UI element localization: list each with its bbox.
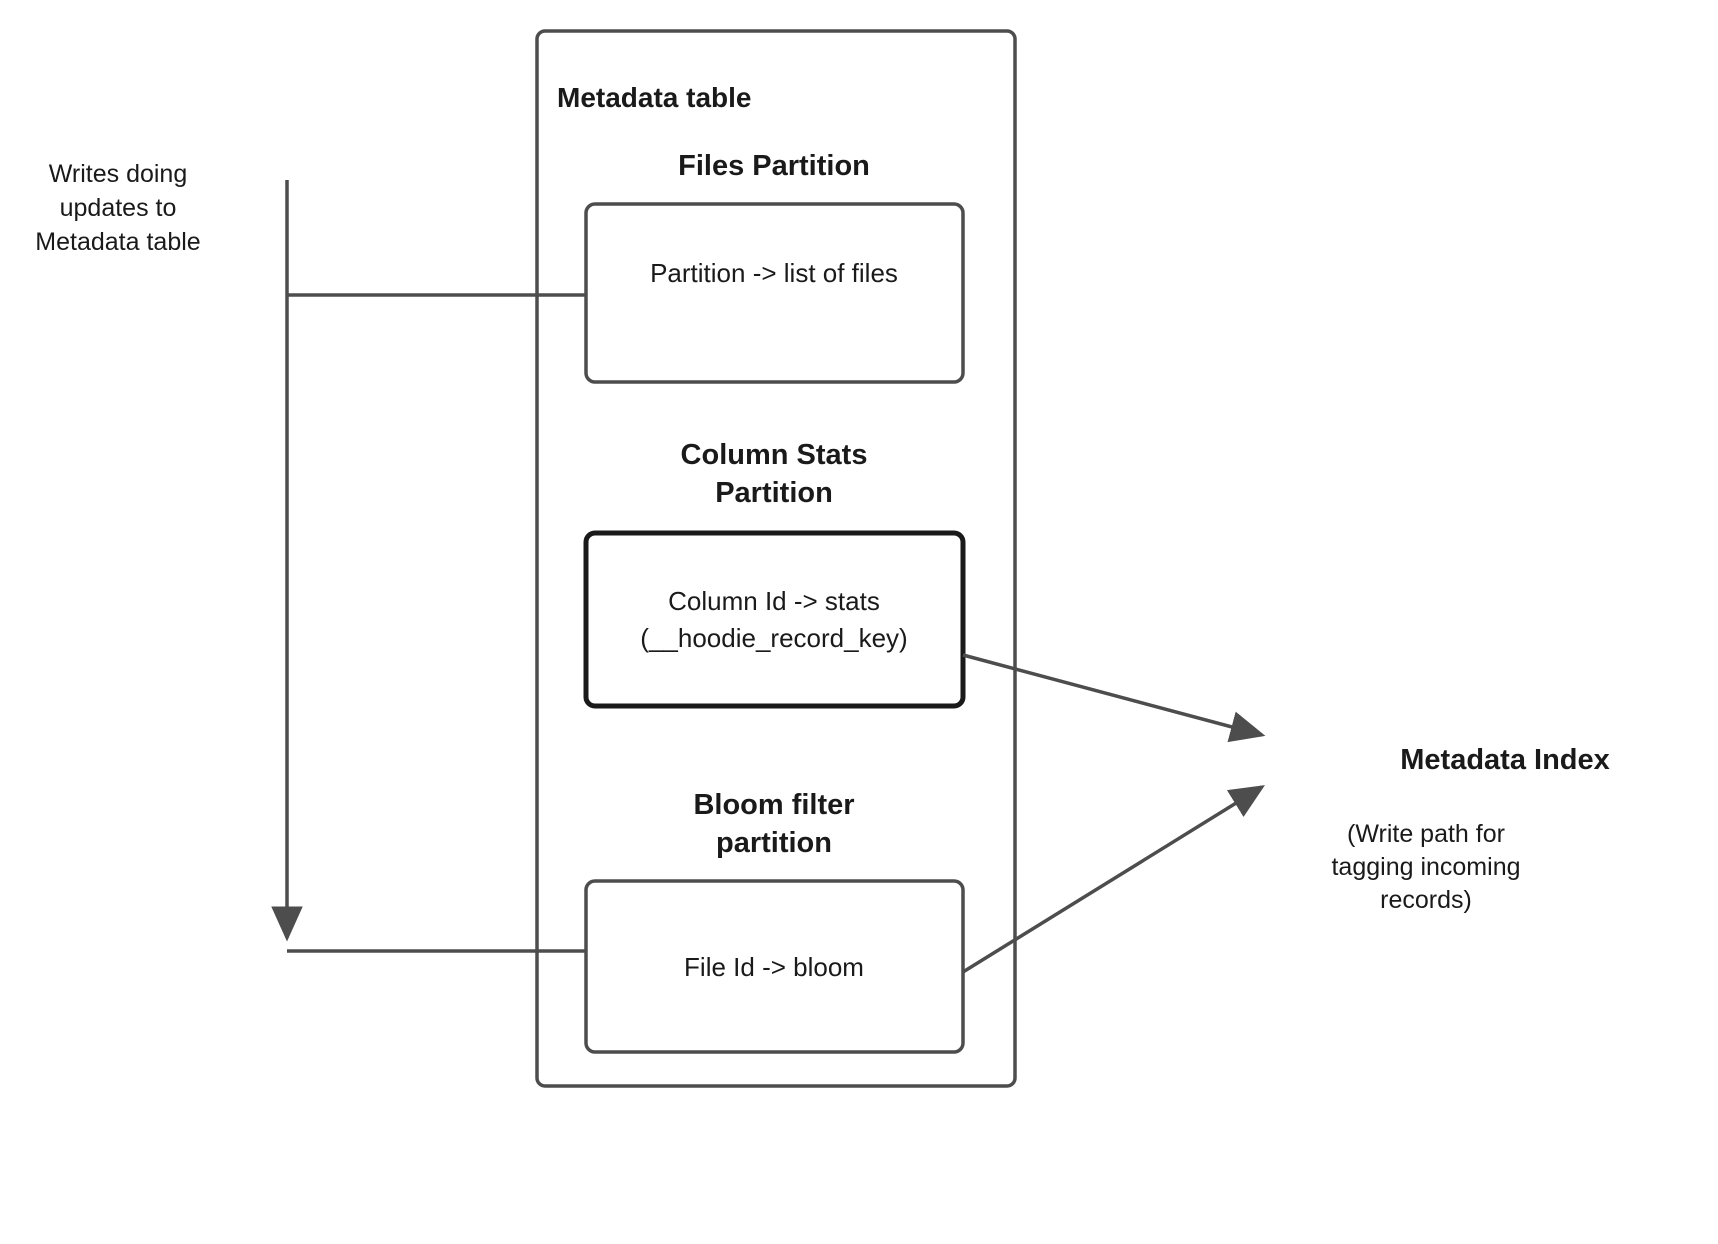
- column-stats-partition-box: [583, 530, 966, 709]
- metadata-index-title: Metadata Index: [1400, 744, 1610, 776]
- metadata-table-container: [535, 29, 1017, 1088]
- files-partition-heading: Files Partition: [678, 150, 870, 182]
- arrow-bloom-to-index: [962, 785, 1265, 974]
- writes-updates-label: Writes doing updates to Metadata table: [35, 160, 201, 256]
- arrow-colstats-to-index: [962, 653, 1266, 743]
- bloom-filter-partition-box-label: File Id -> bloom: [684, 952, 864, 982]
- files-partition-box: [584, 202, 965, 384]
- bloom-filter-partition-box: [584, 879, 965, 1054]
- metadata-index-subtitle: (Write path for tagging incoming records…: [1331, 820, 1521, 914]
- column-stats-partition-box-label: Column Id -> stats (__hoodie_record_key): [640, 586, 908, 653]
- metadata-table-title: Metadata table: [557, 82, 752, 113]
- column-stats-partition-heading: Column Stats Partition: [680, 439, 868, 509]
- bloom-filter-partition-heading: Bloom filter partition: [693, 789, 855, 859]
- files-partition-box-label: Partition -> list of files: [650, 258, 898, 288]
